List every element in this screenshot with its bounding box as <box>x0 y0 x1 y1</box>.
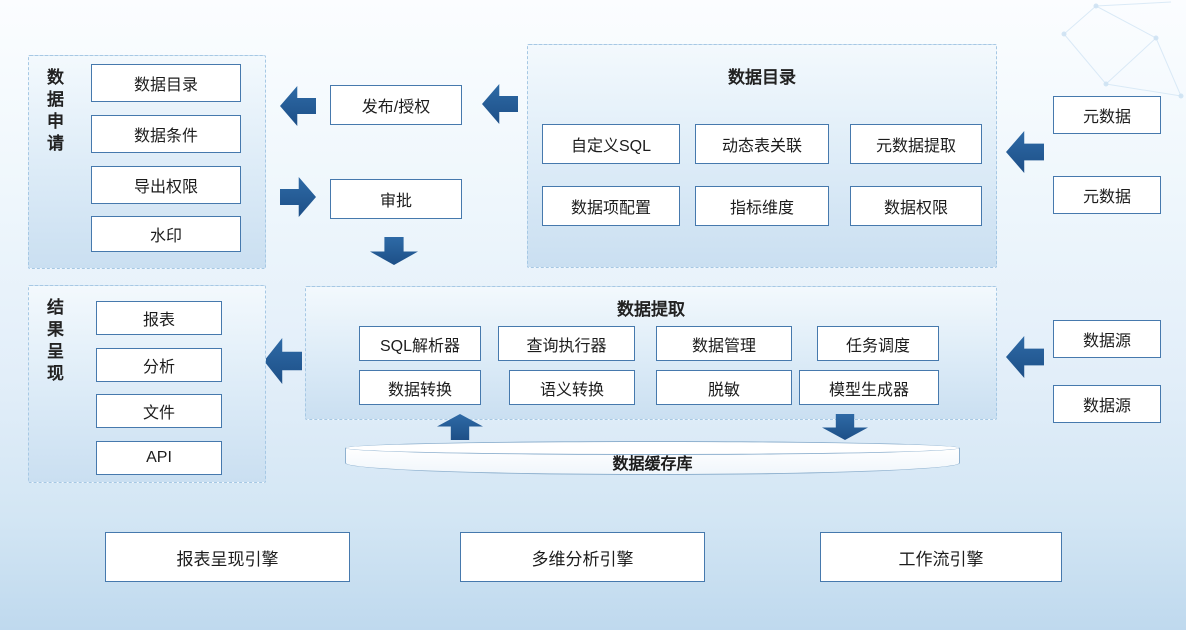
data-cache-cylinder: 数据缓存库 <box>345 441 960 475</box>
box-data-management: 数据管理 <box>656 326 792 361</box>
box-olap-engine: 多维分析引擎 <box>460 532 705 582</box>
arrow-datasource-to-extraction <box>1006 336 1044 378</box>
box-api: API <box>96 441 222 475</box>
box-approval: 审批 <box>330 179 462 219</box>
box-dynamic-table-join: 动态表关联 <box>695 124 829 164</box>
box-workflow-engine: 工作流引擎 <box>820 532 1062 582</box>
box-export-permission: 导出权限 <box>91 166 241 204</box>
box-metadata-1: 元数据 <box>1053 96 1161 134</box>
box-file: 文件 <box>96 394 222 428</box>
panel-data-extraction: 数据提取 SQL解析器 查询执行器 数据管理 任务调度 数据转换 语义转换 脱敏… <box>305 286 997 420</box>
panel-data-application: 数据申请 数据目录 数据条件 导出权限 水印 <box>28 55 266 269</box>
box-data-permission: 数据权限 <box>850 186 982 226</box>
box-desensitization: 脱敏 <box>656 370 792 405</box>
box-task-scheduler: 任务调度 <box>817 326 939 361</box>
box-report: 报表 <box>96 301 222 335</box>
cylinder-top-ellipse <box>345 441 960 455</box>
panel-result-presentation-label: 结果呈现 <box>44 298 63 386</box>
box-watermark: 水印 <box>91 216 241 252</box>
panel-data-application-label: 数据申请 <box>44 68 63 156</box>
box-analysis: 分析 <box>96 348 222 382</box>
panel-data-extraction-title: 数据提取 <box>617 300 685 319</box>
box-data-source-2: 数据源 <box>1053 385 1161 423</box>
arrow-publish-to-application <box>280 86 316 126</box>
box-indicator-dimension: 指标维度 <box>695 186 829 226</box>
panel-result-presentation: 结果呈现 报表 分析 文件 API <box>28 285 266 483</box>
box-query-executor: 查询执行器 <box>498 326 635 361</box>
box-model-generator: 模型生成器 <box>799 370 939 405</box>
box-data-source-1: 数据源 <box>1053 320 1161 358</box>
box-sql-parser: SQL解析器 <box>359 326 481 361</box>
panel-data-catalog: 数据目录 自定义SQL 动态表关联 元数据提取 数据项配置 指标维度 数据权限 <box>527 44 997 268</box>
arrow-approval-down <box>370 237 418 265</box>
box-custom-sql: 自定义SQL <box>542 124 680 164</box>
data-cache-label: 数据缓存库 <box>612 455 693 473</box>
box-publish-authorize: 发布/授权 <box>330 85 462 125</box>
arrow-application-to-approval <box>280 177 316 217</box>
panel-data-catalog-title: 数据目录 <box>728 68 796 87</box>
box-data-catalog-item: 数据目录 <box>91 64 241 102</box>
box-semantic-transform: 语义转换 <box>509 370 635 405</box>
box-data-transform: 数据转换 <box>359 370 481 405</box>
box-data-condition: 数据条件 <box>91 115 241 153</box>
box-report-engine: 报表呈现引擎 <box>105 532 350 582</box>
arrow-catalog-to-publish <box>482 84 518 124</box>
box-metadata-extract: 元数据提取 <box>850 124 982 164</box>
arrow-extraction-to-presentation <box>264 338 302 384</box>
box-data-item-config: 数据项配置 <box>542 186 680 226</box>
arrow-metadata-to-catalog <box>1006 131 1044 173</box>
box-metadata-2: 元数据 <box>1053 176 1161 214</box>
